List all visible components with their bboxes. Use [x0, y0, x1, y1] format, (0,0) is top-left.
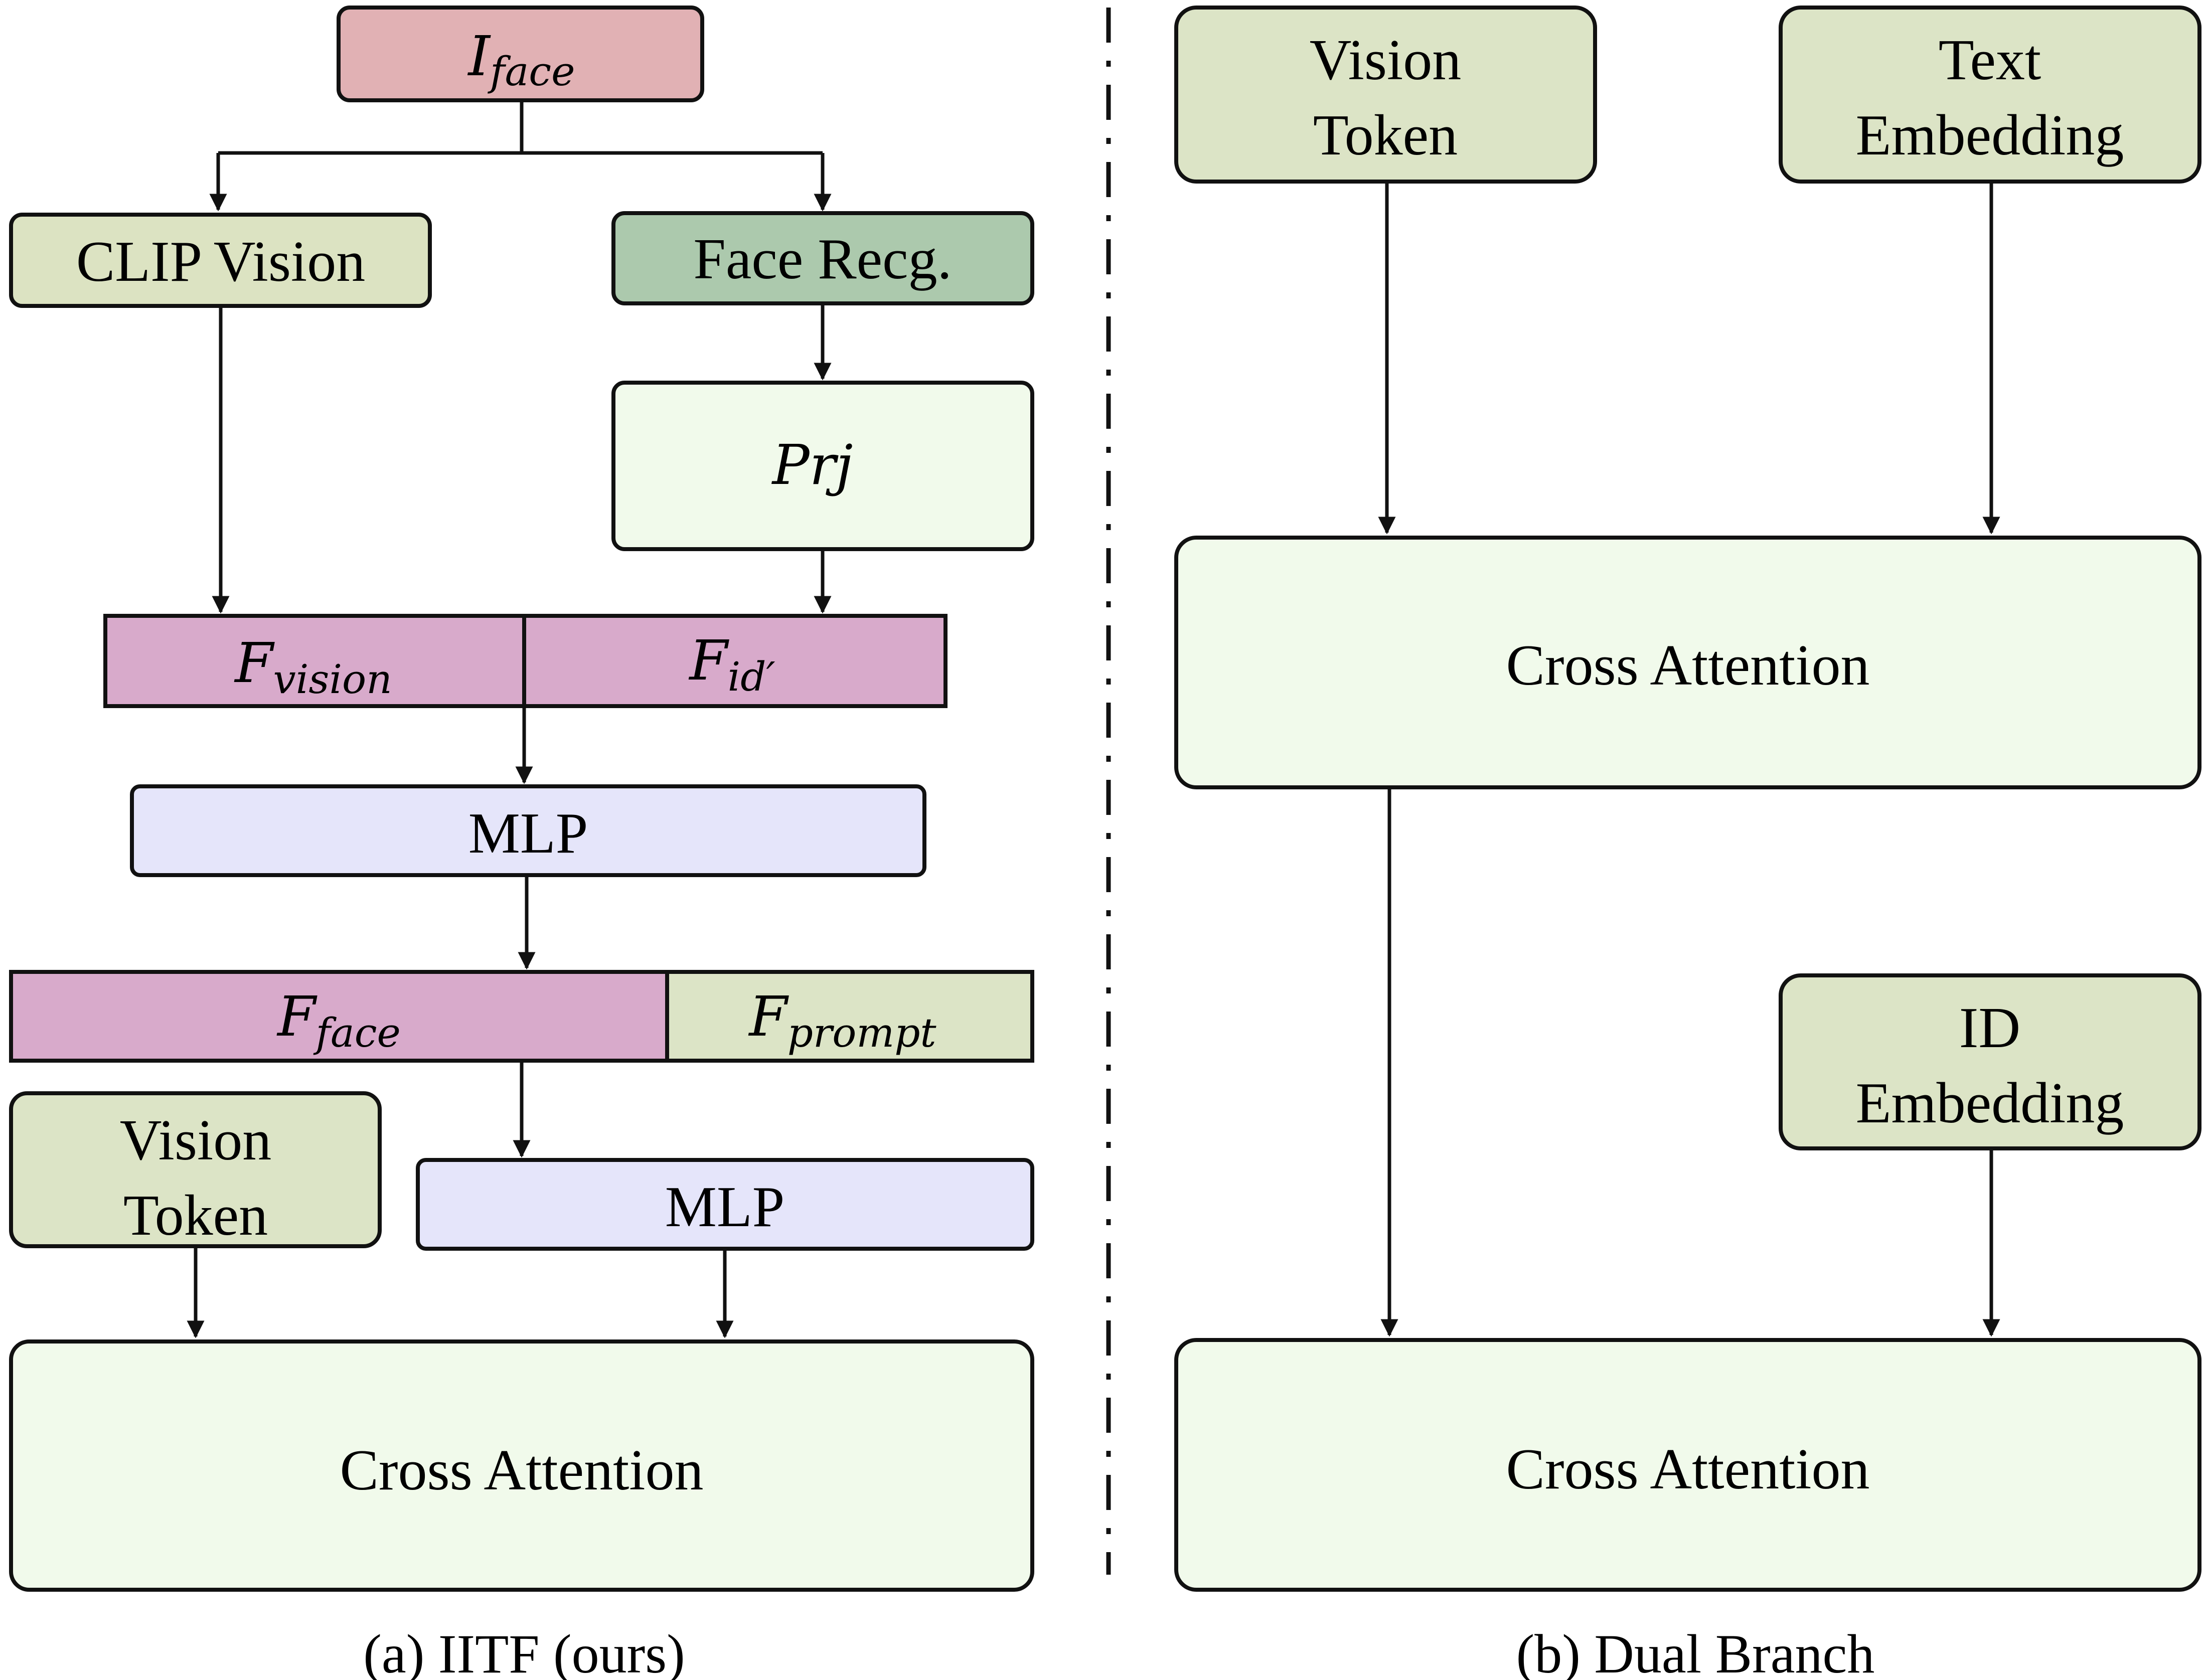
clip-vision-node: CLIP Vision [9, 213, 432, 308]
face-recg-node: Face Recg. [611, 211, 1034, 305]
vision-token-right-line2: Token [1313, 103, 1458, 167]
vision-token-left-line1: Vision [120, 1108, 271, 1172]
f-face-label: Fface [276, 984, 401, 1056]
caption-b: (b) Dual Branch [1516, 1623, 1875, 1680]
text-embedding-node: Text Embedding [1779, 6, 2201, 184]
input-face-base: I [467, 24, 492, 88]
mlp-node-1: MLP [130, 784, 926, 877]
text-embedding-line1: Text [1939, 28, 2041, 92]
input-face-node: Iface [337, 6, 704, 102]
f-id-label: Fid′ [688, 628, 775, 700]
prj-node: Prj [611, 381, 1034, 551]
id-embedding-line2: Embedding [1856, 1071, 2124, 1135]
f-prompt-label: Fprompt [748, 984, 936, 1056]
caption-a: (a) IITF (ours) [363, 1623, 685, 1680]
cross-attention-node-right-2: Cross Attention [1174, 1338, 2201, 1592]
feature-concat-1: Fvision Fid′ [103, 614, 948, 708]
id-embedding-node: ID Embedding [1779, 973, 2201, 1150]
left-edges [187, 100, 832, 1338]
cross-attention-node-left: Cross Attention [9, 1339, 1034, 1592]
cross-attention-right-1-label: Cross Attention [1506, 633, 1869, 698]
cross-attention-right-2-label: Cross Attention [1506, 1437, 1869, 1501]
right-edges [1378, 182, 2000, 1337]
vision-token-right-line1: Vision [1310, 28, 1461, 92]
vision-token-node-left: Vision Token [9, 1091, 382, 1248]
text-embedding-line2: Embedding [1856, 103, 2124, 167]
vision-token-left-line2: Token [123, 1184, 268, 1248]
cross-attention-node-right-1: Cross Attention [1174, 536, 2201, 789]
feature-concat-2: Fface Fprompt [9, 970, 1034, 1063]
mlp-1-label: MLP [468, 801, 588, 866]
prj-label: Prj [771, 433, 853, 497]
mlp-2-label: MLP [665, 1175, 785, 1239]
f-vision-label: Fvision [234, 631, 392, 703]
svg-text:Iface: Iface [467, 24, 575, 95]
mlp-node-2: MLP [416, 1158, 1034, 1251]
input-face-sub: face [488, 48, 575, 95]
cross-attention-left-label: Cross Attention [340, 1438, 703, 1502]
id-embedding-line1: ID [1959, 996, 2020, 1060]
face-recg-label: Face Recg. [693, 227, 952, 291]
vision-token-node-right: Vision Token [1174, 6, 1597, 184]
clip-vision-label: CLIP Vision [76, 230, 365, 294]
